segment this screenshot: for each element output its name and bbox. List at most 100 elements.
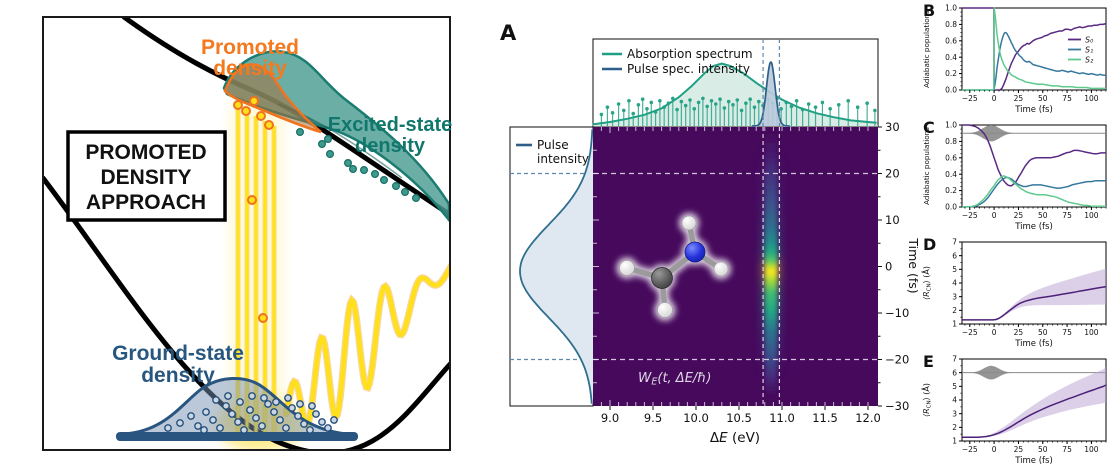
ground-density-dots [164,392,338,434]
ground-dot [234,418,242,426]
stick-dot [599,112,604,117]
stick-dot [744,101,748,105]
y-tick-label: 4 [952,396,957,405]
ground-dot [194,422,202,430]
hydrogen-atom [657,302,673,318]
y-tick-label: 0.2 [945,69,957,78]
ground-dot [318,418,326,426]
y-tick-label: 1.0 [945,121,957,130]
ground-dot [216,424,224,432]
pulse-intensity-legend-label-line1: Pulse [537,138,569,152]
ground-dot [258,422,266,430]
panel-e-xlabel: Time (fs) [1014,456,1053,466]
x-tick-label: 50 [1038,445,1048,454]
stick-dot [610,111,615,115]
y-tick-label: 4 [952,279,957,288]
series-line [962,31,1106,91]
ground-dot [224,392,232,400]
ground-dot [228,410,236,418]
x-tick-label: 0 [992,445,997,454]
stick-dot [688,98,692,102]
ground-dot [284,394,292,402]
stick-dot [701,96,705,101]
excited-dot [318,140,327,149]
promoted-density-shape [223,63,322,134]
y-tick-label: 3 [952,409,957,418]
x-tick-label: 100 [1084,94,1099,103]
series-line [962,285,1107,321]
y-tick-label: −20 [885,353,909,367]
promoted-dot [264,120,274,130]
panel-c-letter: C [923,118,935,137]
excited-density-dots [296,127,421,203]
x-tick-label: −25 [962,211,978,220]
y-tick-label: 0.0 [945,86,957,95]
pulse-intensity-legend-label-line2: intensity [537,152,589,166]
y-tick-label: 0.4 [945,53,957,62]
stick-dot [675,107,679,112]
y-tick-label: −30 [885,399,909,413]
x-tick-label: 50 [1038,328,1048,337]
panel-b-ylabel: Adiabatic populations [922,10,931,88]
stick-dot [855,105,860,109]
promoted-dot [258,313,268,323]
ground-dot [260,394,268,402]
hydrogen-atom [713,261,729,277]
x-tick-label: 50 [1038,211,1048,220]
panel-b-xlabel: Time (fs) [1014,105,1053,115]
excited-dot [296,127,305,136]
ground-dot [209,416,217,424]
x-tick-label: 11.0 [769,411,795,425]
series-line [962,7,1106,91]
panel-a: A Absorption spectrum Pulse spec. intens… [500,21,918,446]
x-tick-label: −25 [962,445,978,454]
series-line [962,384,1107,438]
panel-e-ylabel: ⟨RCN⟩ (Å) [920,383,933,417]
stick-dot [756,99,761,104]
x-tick-label: 75 [1062,211,1072,220]
y-tick-label: 0.2 [945,186,957,195]
stick-dot [649,100,654,105]
approach-box-line2: DENSITY [100,166,191,189]
absorption-legend-label: Absorption spectrum [627,47,753,61]
pulse-spec-line [751,61,790,127]
approach-box [66,130,227,222]
pulse-spec-legend-label: Pulse spec. intensity [627,62,750,76]
x-tick-label: 25 [1014,328,1024,337]
excited-dot [360,166,369,175]
excited-dot [326,150,335,159]
ground-dot [324,424,332,432]
series-line [961,176,1106,208]
stick-dot [739,108,744,113]
stick-dot [713,102,718,106]
stick-dot [718,97,722,101]
stick-dot [748,97,752,101]
stick-dot [705,104,709,109]
panel-b-letter: B [923,1,935,20]
stick-dot [616,102,621,106]
pulse-envelope [963,125,1030,142]
stick-dot [828,107,832,111]
y-tick-label: 10 [885,213,900,227]
y-tick-label: 0.6 [945,153,957,162]
x-tick-label: 100 [1084,328,1099,337]
ground-dot [312,410,320,418]
absorption-line [592,62,877,126]
promoted-dot [241,106,251,116]
ground-dot [272,398,280,406]
stick-dot [621,108,626,113]
molecule-bonds [624,220,724,313]
panel-c-ylabel: Adiabatic populations [922,127,931,205]
y-tick-label: 0.6 [945,36,957,45]
x-tick-label: 75 [1062,445,1072,454]
stick-dot [709,99,714,103]
promoted-dot [247,195,257,205]
y-tick-label: 1.0 [945,4,957,13]
ground-dot [252,414,260,422]
x-tick-label: 25 [1014,94,1024,103]
ground-dot [187,412,195,420]
